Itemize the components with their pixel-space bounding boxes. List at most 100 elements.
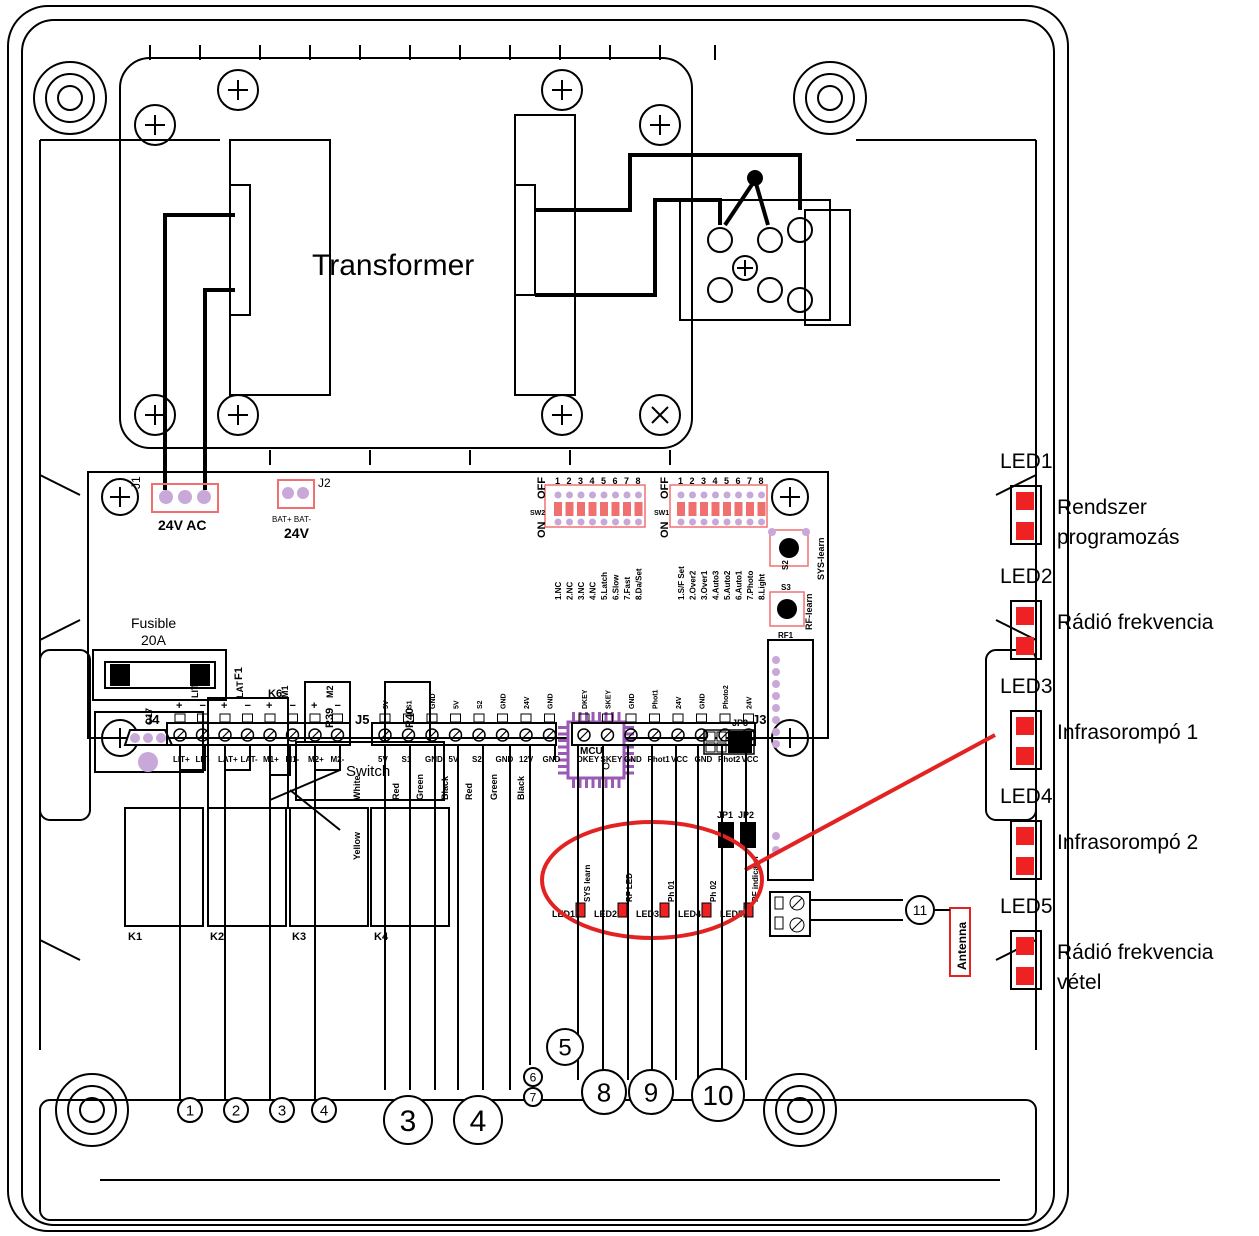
board-led-id: LED4 [678, 909, 701, 919]
sys-learn-label: SYS-learn [816, 537, 826, 580]
board-components [94, 681, 450, 927]
j4-screw [218, 728, 232, 742]
legend-led-title: LED5 [1000, 895, 1053, 918]
sw1-number: 4 [713, 476, 718, 486]
fuse-f1 [92, 649, 227, 701]
j3-pin-label: SKEY [601, 755, 623, 764]
legend-led-description: Infrasorompó 1 [1057, 721, 1199, 744]
k3-label: K3 [292, 931, 306, 943]
board-led-id: LED5 [720, 909, 743, 919]
sw2-pad-bottom [635, 518, 642, 526]
callout-number: 3 [278, 1102, 286, 1119]
sw2-toggle [565, 502, 574, 516]
transformer-label: Transformer [312, 249, 474, 282]
j5-screw [542, 728, 557, 742]
wire-color-label: Red [464, 783, 474, 800]
sw1-pad-bottom [735, 518, 742, 526]
sw2-on: ON [536, 521, 548, 538]
j3-screw [741, 728, 756, 742]
j5-top-label: 5V [383, 700, 390, 709]
j5-screw [495, 728, 510, 742]
sw1-item-label: 8.Light [758, 573, 767, 600]
sw2-pad-bottom [623, 518, 631, 526]
legend-led-title: LED1 [1000, 450, 1053, 473]
j4-pin-label: LIT- [196, 755, 211, 764]
j1-connector [151, 483, 219, 513]
sw2-item-label: 8.Da/Set [635, 568, 644, 600]
legend-led-icon [1010, 820, 1042, 880]
sw1-pad-bottom [723, 518, 731, 526]
j5-label: J5 [355, 712, 369, 727]
callout-number: 9 [644, 1077, 658, 1107]
pcb [87, 471, 829, 739]
callout-number: 8 [597, 1077, 611, 1107]
j5-top-label: S2 [477, 700, 484, 709]
callout-number: 11 [913, 902, 928, 918]
callout-number: 5 [558, 1035, 571, 1062]
sw1-item-label: 4.Auto3 [712, 570, 721, 600]
j3-pin-label: GND [624, 755, 642, 764]
sw2-pad-bottom [589, 518, 596, 526]
callout-circle [628, 1069, 674, 1115]
j3-top-label: GND [700, 693, 707, 709]
j3-pin-label: VCC [671, 755, 688, 764]
j4-terminal-block [166, 713, 351, 746]
sw2-pad-bottom [566, 518, 573, 526]
wire-color-label: Red [391, 783, 401, 800]
sw1-item-label: 6.Auto1 [735, 570, 744, 600]
sw1-pad-top [758, 491, 765, 499]
j5-screw [425, 728, 439, 742]
legend-led-description: Infrasorompó 2 [1057, 831, 1199, 854]
sw2-number: 6 [613, 476, 618, 486]
callout-circle [905, 895, 935, 925]
sw2-toggle [577, 502, 585, 516]
j4-plus: + [176, 700, 182, 712]
k4-label: K4 [374, 931, 389, 943]
callout-number: 1 [186, 1102, 194, 1119]
sw1-number: 8 [759, 476, 764, 486]
j4-screw [195, 728, 210, 742]
r40-label: R40 [404, 708, 416, 728]
j5-pin-label: S2 [472, 755, 482, 764]
j5-screw [472, 728, 486, 742]
mounting-posts [33, 61, 867, 1147]
sw1-pad-bottom [758, 518, 765, 526]
callout-circle [453, 1095, 503, 1145]
callout-number: 4 [470, 1105, 487, 1138]
sw2-number: 2 [567, 476, 572, 486]
q17-label: Q17 [144, 708, 154, 725]
j5-top-label: S1 [407, 700, 414, 709]
sw1-pad-bottom [712, 518, 719, 526]
j4-minus: − [245, 700, 251, 712]
sw2-item-label: 5.Latch [600, 572, 609, 600]
j3-screw [718, 728, 732, 742]
j5-top-label: 24V [524, 696, 531, 709]
sw1-label: SW1 [654, 510, 669, 517]
sw1-off: OFF [659, 477, 671, 499]
sw1-toggle [723, 502, 731, 516]
board-led-tag: Ph 01 [667, 880, 676, 902]
ac-wiring [163, 153, 802, 490]
j3-top-label: 24V [747, 696, 754, 709]
callout-number: 2 [232, 1102, 240, 1119]
j5-top-label: GND [548, 693, 555, 709]
sys-learn-button [768, 528, 810, 567]
j3-top-label: Photo2 [723, 685, 730, 709]
j1-voltage: 24V AC [158, 517, 207, 533]
legend-led-icon [1010, 710, 1042, 770]
j4-screw [173, 728, 187, 742]
sw2-label: SW2 [530, 510, 545, 517]
j4-pin-label: M2- [331, 755, 345, 764]
j4-minus: − [335, 700, 341, 712]
j3-pin-label: DKEY [577, 755, 600, 764]
sw1-item-label: 7.Photo [746, 571, 755, 600]
j4-pin-label: M1- [286, 755, 300, 764]
sw1-number: 1 [678, 476, 683, 486]
fuse-rating: 20A [141, 632, 167, 648]
sw2-number: 1 [555, 476, 560, 486]
